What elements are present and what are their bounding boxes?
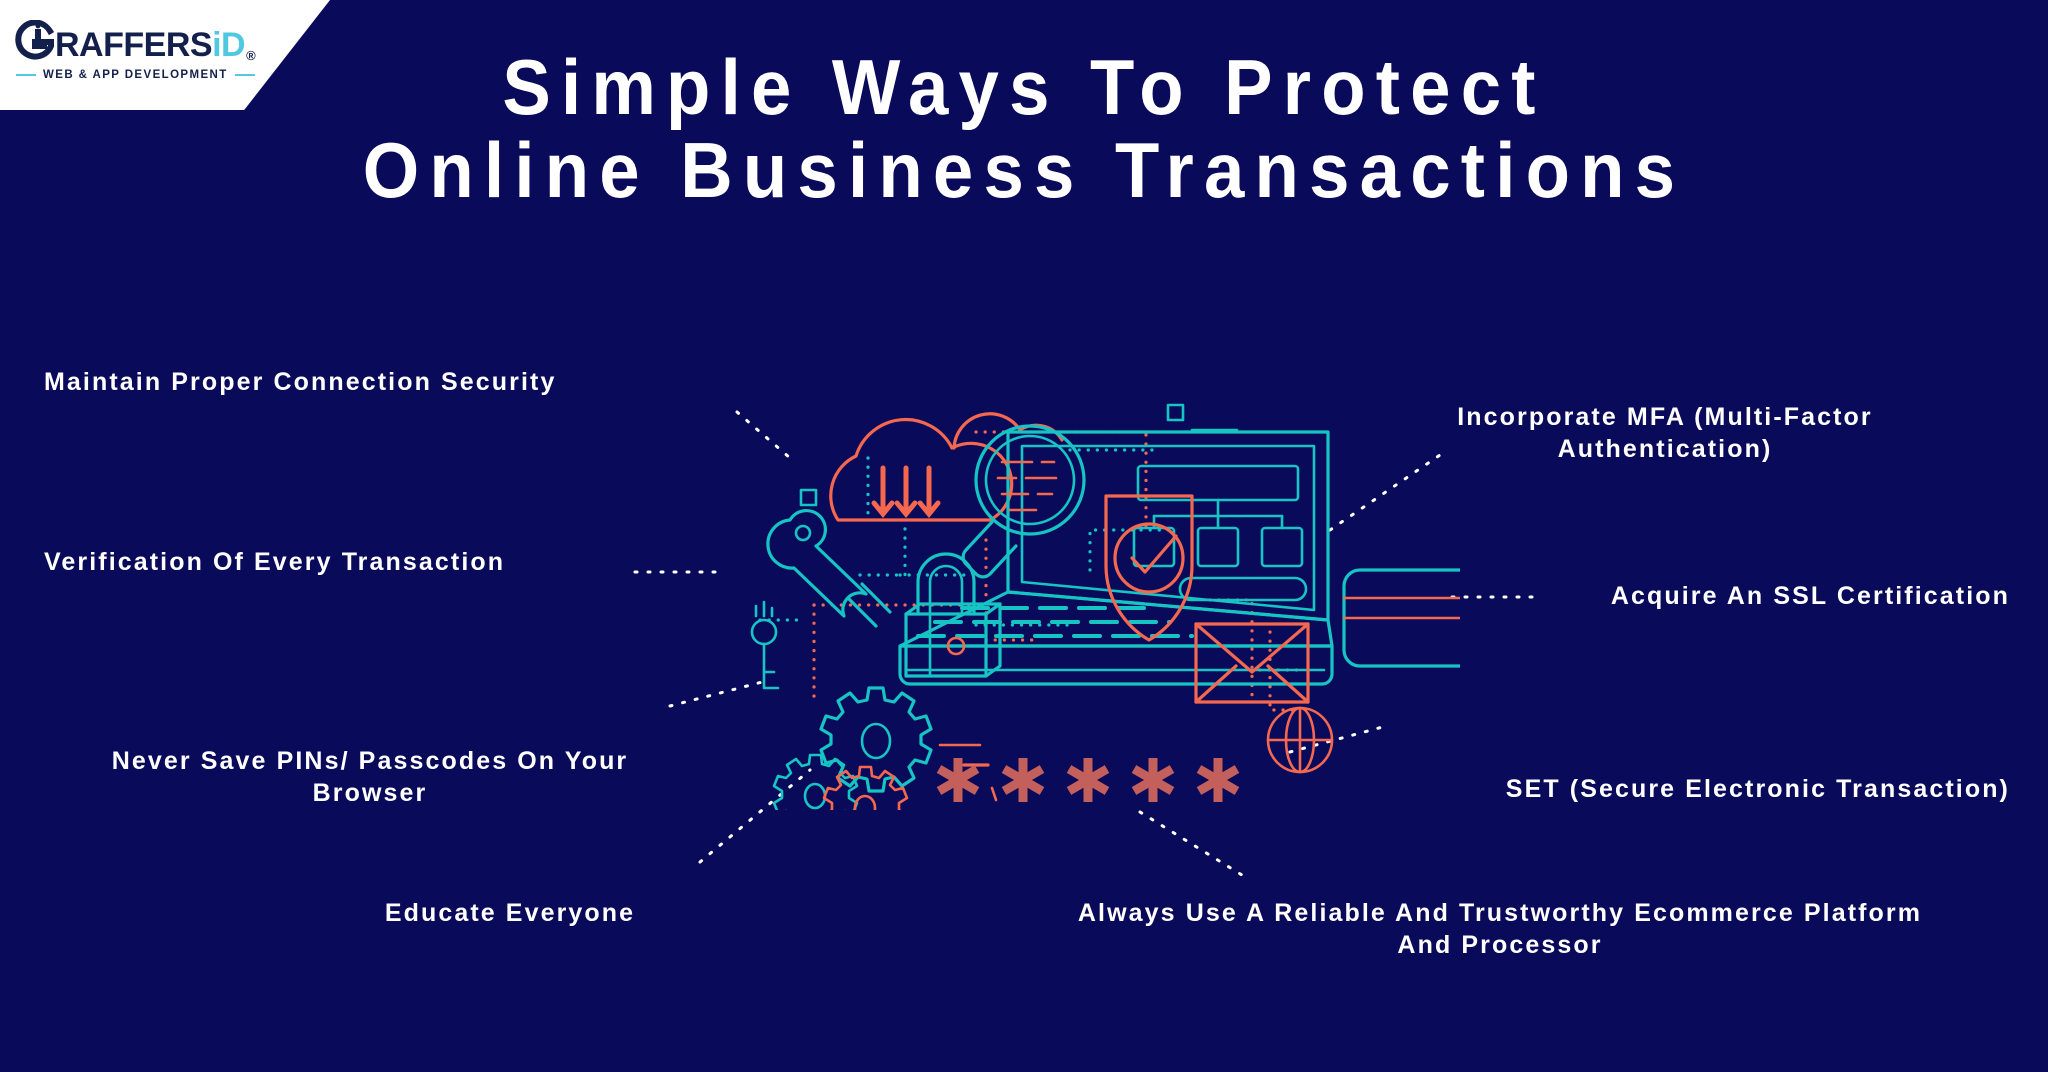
logo-name-secondary: iD xyxy=(212,26,246,64)
envelope-icon xyxy=(1194,622,1310,704)
connector-reliable-ecommerce xyxy=(1138,810,1252,882)
asterisk-3 xyxy=(1066,758,1110,802)
credit-card-icon xyxy=(1342,568,1460,668)
globe-icon xyxy=(1266,706,1334,774)
org-chart-diagram xyxy=(1132,464,1308,602)
gear-icon-small-coral xyxy=(822,765,909,810)
padlock-icon xyxy=(904,552,1002,678)
callout-text: Incorporate MFA (Multi-Factor Authentica… xyxy=(1457,403,1873,463)
title-line-1: Simple Ways To Protect xyxy=(502,43,1546,131)
wrench-icon xyxy=(766,509,892,628)
title-line-2: Online Business Transactions xyxy=(362,125,1686,214)
callout-text: SET (Secure Electronic Transaction) xyxy=(1505,775,2010,803)
key-icon xyxy=(750,600,780,690)
callout-maintain-proper-connection-security: Maintain Proper Connection Security xyxy=(44,366,764,398)
callout-text: Acquire An SSL Certification xyxy=(1610,582,2010,610)
shield-check-icon xyxy=(1104,494,1194,642)
page-title: Simple Ways To Protect Online Business T… xyxy=(0,46,2048,211)
logo-badge[interactable]: RAFFERS iD ® WEB & APP DEVELOPMENT xyxy=(0,0,330,110)
callout-verification-of-every-transaction: Verification Of Every Transaction xyxy=(44,546,664,578)
asterisk-2 xyxy=(1001,758,1045,802)
logo-name-primary: RAFFERS xyxy=(55,26,213,64)
asterisk-5 xyxy=(1196,758,1240,802)
tagline-rule-right xyxy=(234,74,255,76)
magnifying-glass-icon xyxy=(961,424,1086,579)
cloud-download-icon xyxy=(829,412,1064,522)
callout-text: Always Use A Reliable And Trustworthy Ec… xyxy=(1077,899,1923,959)
callout-incorporate-mfa: Incorporate MFA (Multi-Factor Authentica… xyxy=(1390,401,1940,465)
decorative-marks xyxy=(799,403,1239,802)
logo-tagline: WEB & APP DEVELOPMENT xyxy=(43,69,228,81)
callout-never-save-pins-passcodes: Never Save PINs/ Passcodes On Your Brows… xyxy=(70,745,670,809)
asterisk-1 xyxy=(936,758,980,802)
graffersid-g-mark-icon xyxy=(14,20,54,62)
logo-wordmark: RAFFERS iD ® xyxy=(14,16,294,62)
callout-educate-everyone: Educate Everyone xyxy=(300,897,720,929)
callout-reliable-ecommerce-platform: Always Use A Reliable And Trustworthy Ec… xyxy=(1060,897,1940,961)
online-transaction-security-illustration: .tl { fill:none; stroke:#16c4c4; stroke-… xyxy=(750,403,1460,810)
callout-text: Maintain Proper Connection Security xyxy=(44,368,557,396)
callout-text: Educate Everyone xyxy=(384,899,636,927)
asterisk-4 xyxy=(1131,758,1175,802)
callout-text: Never Save PINs/ Passcodes On Your Brows… xyxy=(111,747,629,807)
registered-trademark-icon: ® xyxy=(246,48,256,63)
password-asterisks xyxy=(936,758,1240,802)
callout-text: Verification Of Every Transaction xyxy=(44,548,506,576)
logo: RAFFERS iD ® WEB & APP DEVELOPMENT xyxy=(14,16,294,81)
callout-set-secure-electronic-transaction: SET (Secure Electronic Transaction) xyxy=(1330,773,2010,805)
tagline-rule-left xyxy=(16,74,36,76)
logo-tagline-row: WEB & APP DEVELOPMENT xyxy=(14,69,294,81)
callout-acquire-an-ssl-certification: Acquire An SSL Certification xyxy=(1340,580,2010,612)
